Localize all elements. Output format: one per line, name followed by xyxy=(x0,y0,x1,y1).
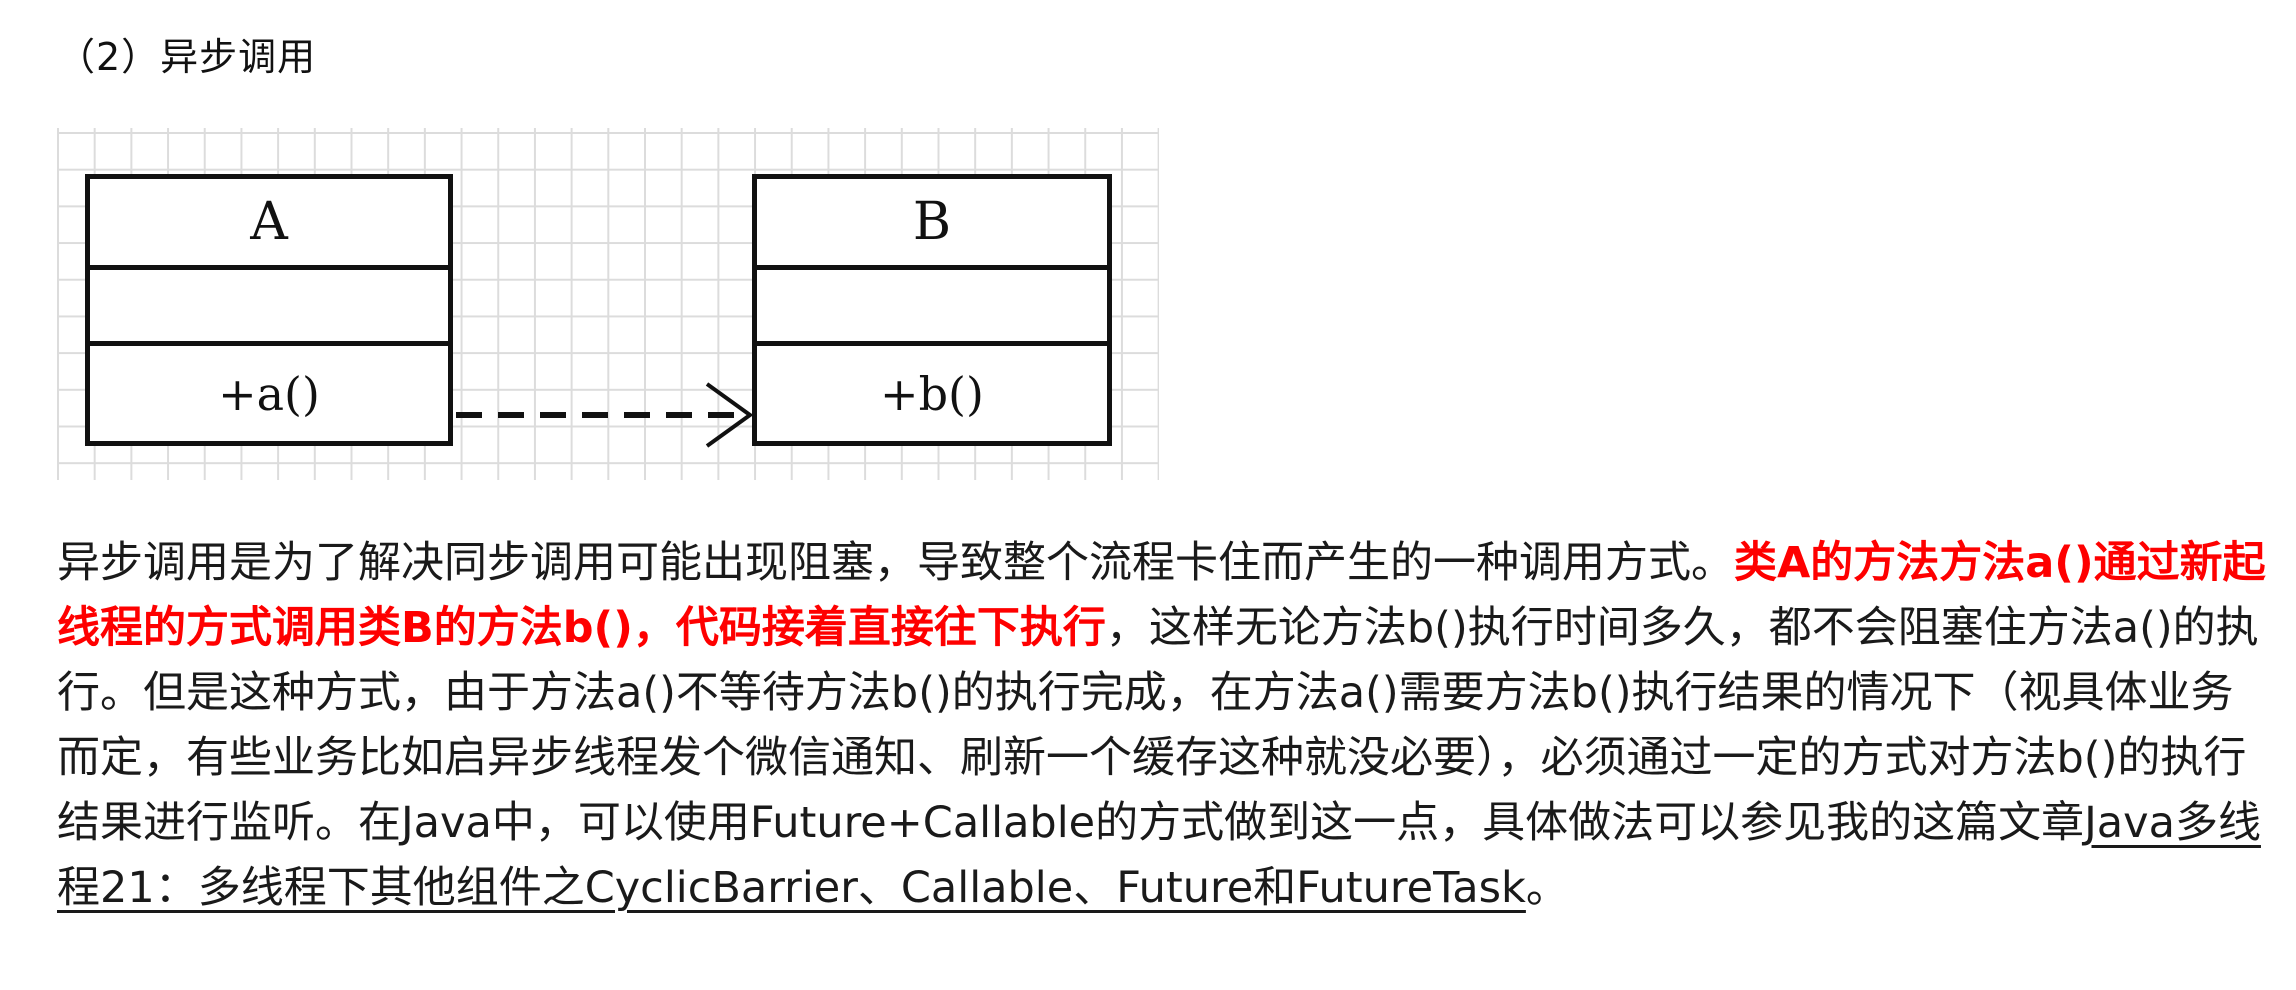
paragraph-text-intro: 异步调用是为了解决同步调用可能出现阻塞，导致整个流程卡住而产生的一种调用方式。 xyxy=(57,538,1734,588)
paragraph-text-body: ，这样无论方法b()执行时间多久，都不会阻塞住方法a()的执行。但是这种方式，由… xyxy=(57,603,2259,848)
uml-class-b: B +b() xyxy=(752,174,1112,446)
class-a-name: A xyxy=(250,192,288,252)
paragraph-text-emphasis-red: 类A的方法方法a()通过新起线程的方式调用类B的方法b()，代码接着直接往下执行 xyxy=(57,538,2266,653)
paragraph-text-period: 。 xyxy=(1525,863,1569,913)
section-heading: （2）异步调用 xyxy=(57,35,317,79)
class-b-name: B xyxy=(912,192,952,252)
class-a-method: +a() xyxy=(90,341,448,441)
uml-class-a: A +a() xyxy=(85,174,453,446)
class-b-attributes xyxy=(757,265,1107,341)
class-b-method: +b() xyxy=(757,341,1107,441)
body-paragraph: 异步调用是为了解决同步调用可能出现阻塞，导致整个流程卡住而产生的一种调用方式。类… xyxy=(57,531,2273,921)
uml-diagram: A +a() B +b() xyxy=(57,128,1159,480)
article-link[interactable]: Java多线程21：多线程下其他组件之CyclicBarrier、Callabl… xyxy=(57,798,2261,913)
class-a-attributes xyxy=(90,265,448,341)
